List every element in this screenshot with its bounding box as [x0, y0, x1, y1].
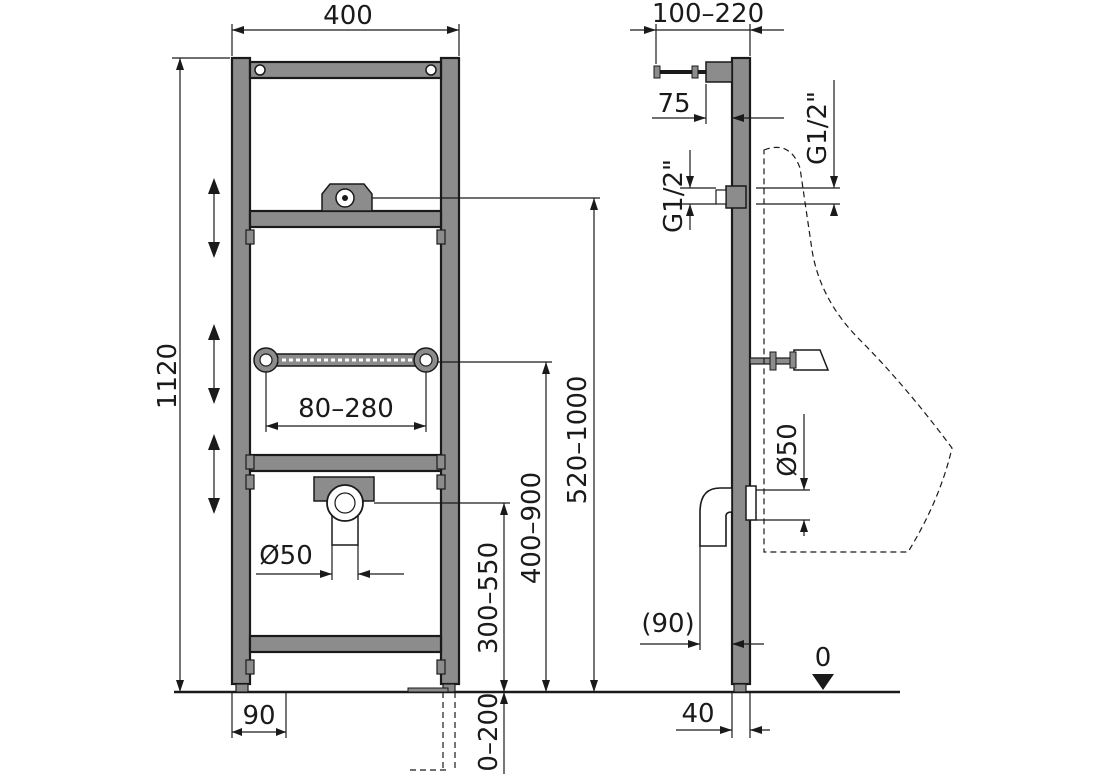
- dimension-trap: (90): [640, 546, 764, 650]
- drain-socket: [745, 485, 757, 521]
- middle-crossbar: [248, 453, 443, 473]
- trap-label: (90): [641, 609, 694, 639]
- rod-nut: [691, 65, 699, 79]
- tap-valve-cap: [789, 351, 797, 369]
- dimension-foot-adjust: 0–200: [474, 692, 508, 774]
- front-view: 400 1120 80–280 Ø50: [153, 1, 600, 774]
- tap-valve-head: [793, 349, 830, 371]
- drain-connection-inner: [334, 492, 356, 514]
- drain-diameter-label: Ø50: [259, 541, 313, 571]
- supply-height-label: 520–1000: [563, 376, 593, 505]
- wall-bracket: [705, 61, 733, 83]
- dimension-thread-side: G1/2": [659, 150, 716, 233]
- dimension-drain-diameter: Ø50: [256, 541, 404, 580]
- rod-end: [653, 65, 661, 79]
- left-upright: [230, 56, 252, 686]
- supply-fitting: [725, 185, 747, 209]
- clamp: [436, 659, 446, 675]
- clamp: [245, 229, 255, 245]
- adjust-arrow: [208, 178, 220, 258]
- foot-plate: [407, 687, 449, 693]
- height-label: 1120: [153, 343, 183, 409]
- drain-elbow: [699, 487, 733, 547]
- offset-label: 75: [657, 89, 690, 119]
- supply-connection-core: [342, 195, 348, 201]
- thread-side-label: G1/2": [659, 159, 689, 233]
- clamp: [245, 474, 255, 490]
- dimension-tap-height: 400–900: [517, 362, 550, 692]
- side-upright: [730, 56, 752, 686]
- foot-label: 90: [242, 701, 275, 731]
- urinal-outline: [763, 146, 953, 553]
- dimension-offset: 75: [652, 84, 784, 124]
- dimension-width: 400: [231, 1, 460, 56]
- clamp: [436, 474, 446, 490]
- top-left-bolt: [254, 64, 266, 76]
- tap-height-label: 400–900: [517, 472, 547, 584]
- tap-span-label: 80–280: [298, 394, 394, 424]
- clamp: [436, 454, 446, 470]
- clamp: [245, 659, 255, 675]
- dimension-drain-diameter-side: Ø50: [756, 414, 810, 536]
- dimension-drain-height: 300–550: [474, 503, 508, 692]
- side-foot: [733, 683, 747, 693]
- supply-fitting-nut: [715, 189, 727, 205]
- width-label: 400: [323, 1, 373, 31]
- dimension-height: 1120: [153, 57, 230, 692]
- dimension-tap-span: 80–280: [265, 372, 427, 432]
- dimension-supply-height: 520–1000: [563, 198, 598, 692]
- depth-label: 100–220: [652, 0, 764, 29]
- profile-label: 40: [681, 699, 714, 729]
- dimension-thread-upper: G1/2": [756, 80, 840, 216]
- drain-diameter-side-label: Ø50: [773, 423, 803, 477]
- floor-level-label: 0: [815, 643, 832, 673]
- tap-bar-left-hole: [259, 353, 273, 367]
- drain-height-label: 300–550: [474, 542, 504, 654]
- dimension-foot: 90: [231, 692, 287, 738]
- dimension-profile: 40: [676, 692, 770, 738]
- top-right-bolt: [425, 64, 437, 76]
- clamp: [436, 229, 446, 245]
- clamp: [245, 454, 255, 470]
- bottom-crossbar: [248, 634, 443, 654]
- thread-upper-label: G1/2": [803, 91, 833, 165]
- tap-bar-right-hole: [419, 353, 433, 367]
- right-upright: [439, 56, 461, 686]
- side-view: 100–220 75 G1/2": [630, 0, 953, 738]
- left-foot: [235, 683, 249, 693]
- upper-crossbar: [248, 209, 443, 229]
- top-crossbar: [248, 60, 443, 80]
- foot-adjust-label: 0–200: [474, 692, 504, 771]
- dimension-depth: 100–220: [630, 0, 784, 64]
- adjust-arrow: [208, 434, 220, 514]
- tap-valve-nut: [769, 351, 777, 371]
- adjust-arrow: [208, 324, 220, 404]
- floor-level-marker: 0: [812, 643, 834, 690]
